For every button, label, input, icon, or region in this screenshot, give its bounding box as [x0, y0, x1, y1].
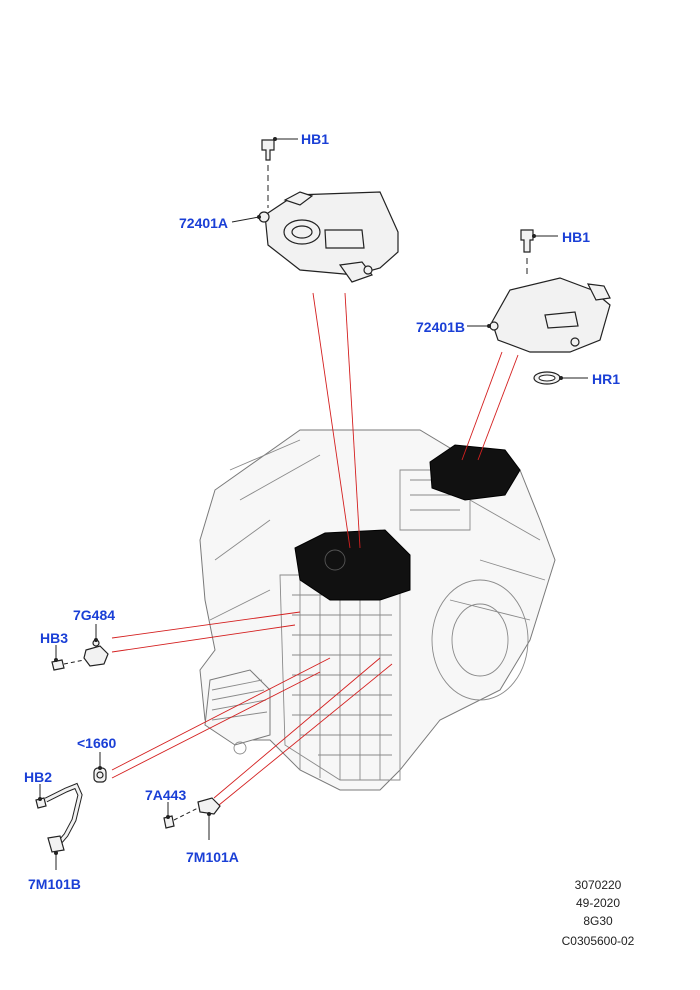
callout-hb3: HB3: [40, 630, 68, 662]
callout-hb1-top: HB1: [273, 131, 329, 147]
footer-code-4: C0305600-02: [562, 934, 635, 948]
callout-1660-label: <1660: [77, 735, 117, 751]
callout-7m101b-label: 7M101B: [28, 876, 81, 892]
callout-7a443: 7A443: [145, 787, 186, 819]
module-b-installed: [429, 444, 521, 501]
callout-hb1-right-label: HB1: [562, 229, 590, 245]
callout-7g484: 7G484: [73, 607, 115, 642]
callout-7m101a-label: 7M101A: [186, 849, 239, 865]
callout-hb1-top-label: HB1: [301, 131, 329, 147]
sensor-7a443: [163, 797, 221, 829]
callout-7a443-label: 7A443: [145, 787, 186, 803]
callouts: HB1 72401A HB1 72401B HR1 7G484: [24, 131, 620, 892]
module-72401b: [489, 229, 611, 385]
plug-1660: [93, 767, 107, 783]
callout-72401b: 72401B: [416, 319, 491, 335]
callout-7g484-label: 7G484: [73, 607, 115, 623]
callout-hb2-label: HB2: [24, 769, 52, 785]
module-a-installed: [294, 529, 411, 601]
callout-hr1-label: HR1: [592, 371, 620, 387]
footer-code-1: 3070220: [575, 878, 622, 892]
footer-code-3: 8G30: [583, 914, 613, 928]
reference-lines: [111, 292, 519, 806]
callout-hb3-label: HB3: [40, 630, 68, 646]
footer-codes: 3070220 49-2020 8G30 C0305600-02: [562, 878, 635, 948]
sensor-7g484: [51, 639, 109, 671]
footer-code-2: 49-2020: [576, 896, 620, 910]
callout-hb2: HB2: [24, 769, 52, 801]
callout-1660: <1660: [77, 735, 117, 770]
callout-72401a: 72401A: [179, 215, 261, 231]
harness-7m101b: [35, 782, 83, 853]
transmission-housing: [199, 429, 556, 791]
oil-cooler: [204, 669, 271, 746]
callout-72401a-label: 72401A: [179, 215, 228, 231]
callout-hb1-right: HB1: [532, 229, 590, 245]
callout-72401b-label: 72401B: [416, 319, 465, 335]
callout-hr1: HR1: [559, 371, 620, 387]
callout-7m101b: 7M101B: [28, 851, 81, 892]
callout-7m101a: 7M101A: [186, 812, 239, 865]
module-72401a: [258, 139, 399, 283]
